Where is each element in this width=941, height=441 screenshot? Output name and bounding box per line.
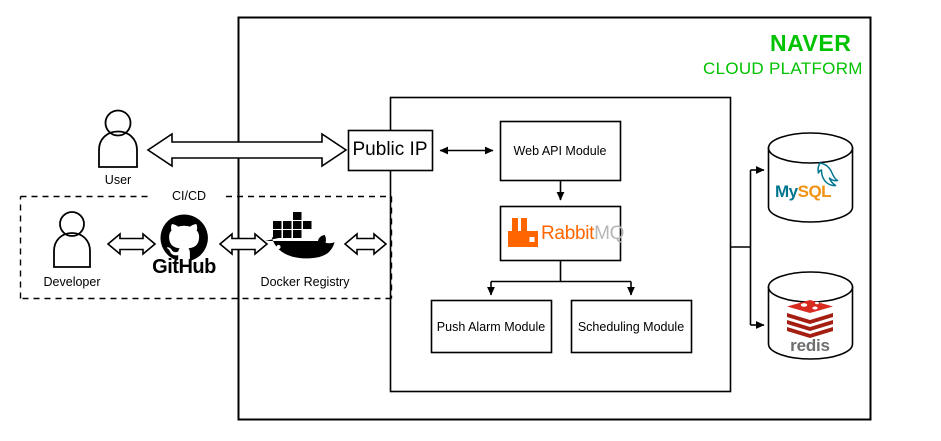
web-api-module-label: Web API Module bbox=[513, 144, 607, 158]
cicd-group-label: CI/CD bbox=[166, 189, 212, 204]
edge-developer-github bbox=[106, 232, 157, 256]
redis-logo-icon bbox=[787, 300, 833, 338]
developer-label: Developer bbox=[43, 275, 101, 289]
rabbitmq-wordmark-primary: Rabbit bbox=[541, 223, 595, 244]
developer-user-icon bbox=[53, 211, 91, 268]
datastore-mysql bbox=[767, 132, 854, 223]
edge-docker-cloud bbox=[343, 232, 388, 256]
edge-modules-datastores bbox=[730, 166, 765, 329]
push-alarm-module-label: Push Alarm Module bbox=[436, 320, 546, 334]
mysql-wordmark-secondary: SQL bbox=[797, 182, 832, 201]
redis-wordmark: redis bbox=[790, 336, 830, 355]
edge-rabbitmq-fork bbox=[487, 260, 635, 296]
docker-registry-label: Docker Registry bbox=[260, 275, 350, 289]
scheduling-module-label: Scheduling Module bbox=[577, 320, 685, 334]
mysql-wordmark-primary: My bbox=[775, 182, 798, 201]
naver-brand-title: NAVER bbox=[770, 30, 852, 56]
edge-github-docker bbox=[218, 232, 269, 256]
github-wordmark: GitHub bbox=[152, 256, 216, 278]
rabbitmq-wordmark-secondary: MQ bbox=[594, 223, 625, 244]
user-label: User bbox=[104, 173, 132, 187]
public-ip-label: Public IP bbox=[352, 139, 428, 160]
naver-brand-subtitle: CLOUD PLATFORM bbox=[703, 59, 863, 78]
docker-icon bbox=[265, 212, 335, 259]
edge-user-publicip bbox=[146, 132, 348, 168]
mysql-wordmark: MySQL bbox=[775, 182, 832, 202]
rabbitmq-logo-icon bbox=[508, 218, 538, 247]
rabbitmq-wordmark: RabbitMQ bbox=[541, 223, 624, 245]
user-icon bbox=[98, 109, 138, 168]
